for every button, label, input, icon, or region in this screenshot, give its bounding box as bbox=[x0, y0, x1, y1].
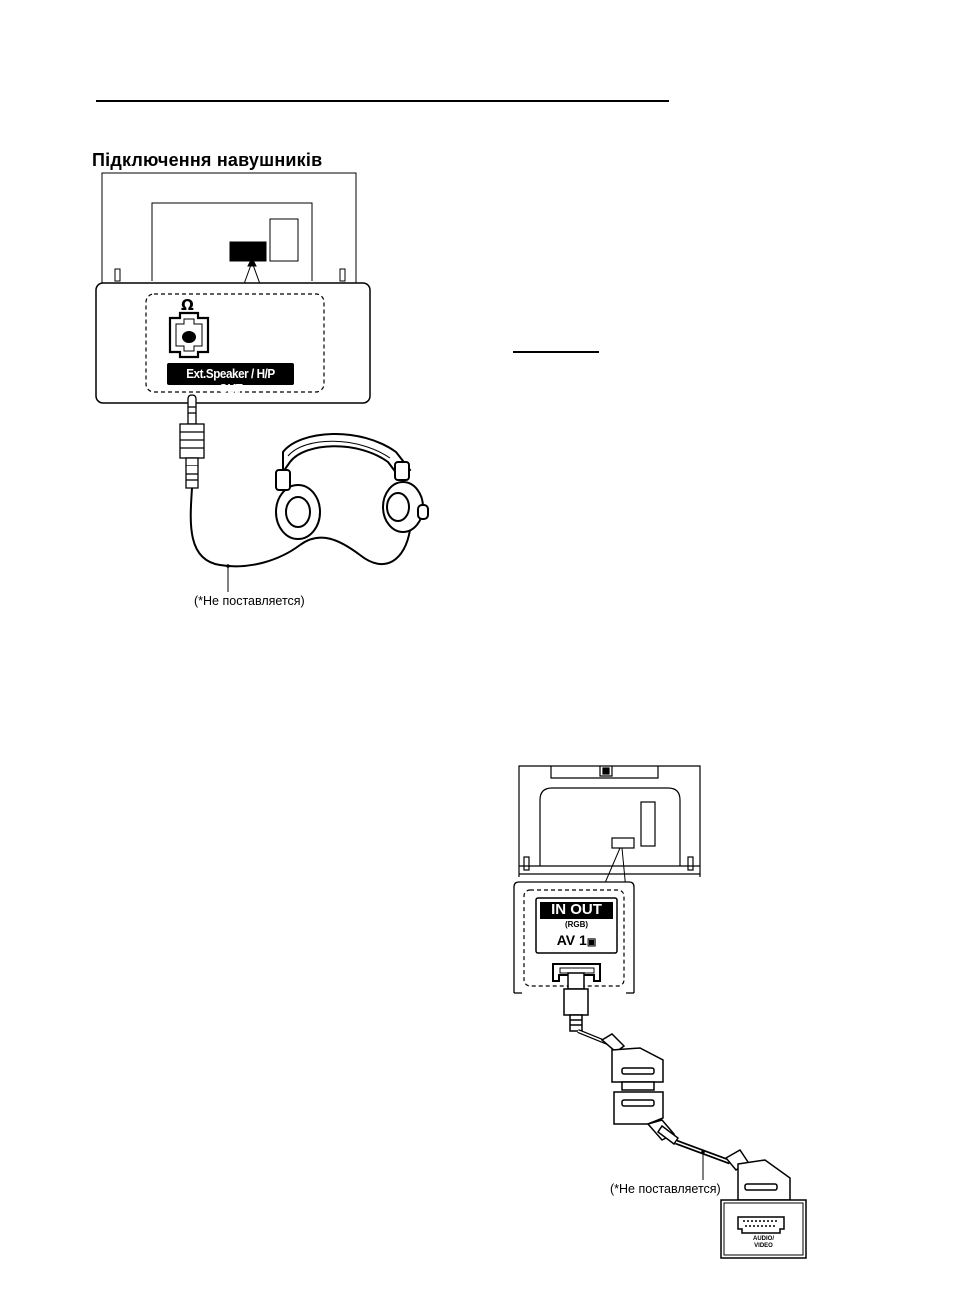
scart-plug-icon bbox=[564, 973, 588, 1031]
scart-panel-label: IN OUT bbox=[540, 901, 613, 918]
device-label-line1: AUDIO/ bbox=[721, 1236, 806, 1242]
scart-io-icon: ▣ bbox=[587, 937, 596, 948]
scart-port-label: AV 1 bbox=[557, 932, 587, 948]
scart-panel-port: AV 1▣ bbox=[540, 932, 613, 948]
scart-panel-sublabel: (RGB) bbox=[540, 920, 613, 929]
tv-back-panel-icon bbox=[519, 766, 700, 877]
device-label-line2: VIDEO bbox=[721, 1243, 806, 1249]
external-device-icon bbox=[721, 1200, 806, 1258]
scart-cable-note: (*Не поставляется) bbox=[610, 1182, 721, 1196]
